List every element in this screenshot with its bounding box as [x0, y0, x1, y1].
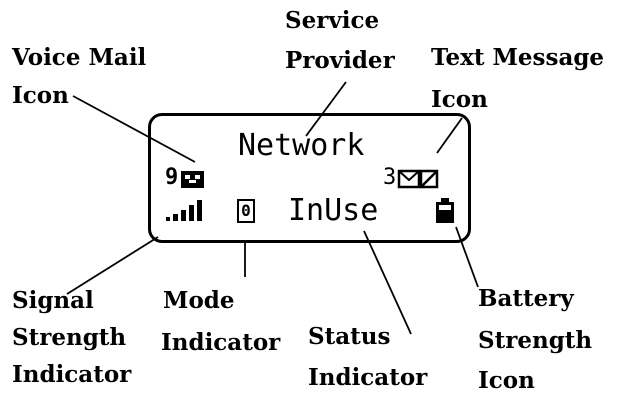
status-indicator-label-line2: Indicator — [308, 364, 428, 391]
signal-strength-pointer-line — [66, 236, 159, 295]
message-count: 3 — [383, 165, 397, 190]
voicemail-count: 9 — [165, 165, 179, 190]
battery-strength-pointer-line — [455, 226, 479, 288]
signal-strength-label-line1: Signal — [12, 287, 94, 314]
voice-mail-icon-label-line1: Voice Mail — [12, 44, 147, 71]
status-indicator-label-line1: Status — [308, 323, 391, 350]
service-provider-label-line2: Provider — [285, 47, 395, 74]
battery-icon — [436, 198, 454, 223]
text-message-icon-label-line1: Text Message — [431, 44, 605, 71]
envelope-icon — [397, 169, 439, 189]
mode-indicator-icon: 0 — [237, 199, 255, 223]
status-indicator-pointer-line — [363, 230, 412, 335]
battery-strength-label-line2: Strength — [478, 327, 593, 354]
text-message-icon-label-line2: Icon — [431, 86, 488, 113]
service-provider-pointer-line — [305, 81, 347, 137]
voicemail-icon — [181, 171, 204, 188]
mode-indicator-label-line1: Mode — [163, 287, 235, 314]
network-name: Network — [238, 128, 365, 163]
battery-strength-label-line1: Battery — [478, 285, 574, 312]
signal-strength-label-line3: Indicator — [12, 361, 132, 388]
battery-strength-label-line3: Icon — [478, 367, 535, 394]
mode-indicator-label-line2: Indicator — [161, 329, 281, 356]
status-text: InUse — [288, 193, 379, 228]
voice-mail-icon-label-line2: Icon — [12, 82, 69, 109]
signal-strength-icon — [166, 200, 202, 221]
text-message-pointer-line — [436, 117, 463, 154]
signal-strength-label-line2: Strength — [12, 324, 127, 351]
lcd-screen — [148, 113, 471, 243]
service-provider-label-line1: Service — [285, 7, 380, 34]
voice-mail-pointer-line — [72, 95, 196, 163]
